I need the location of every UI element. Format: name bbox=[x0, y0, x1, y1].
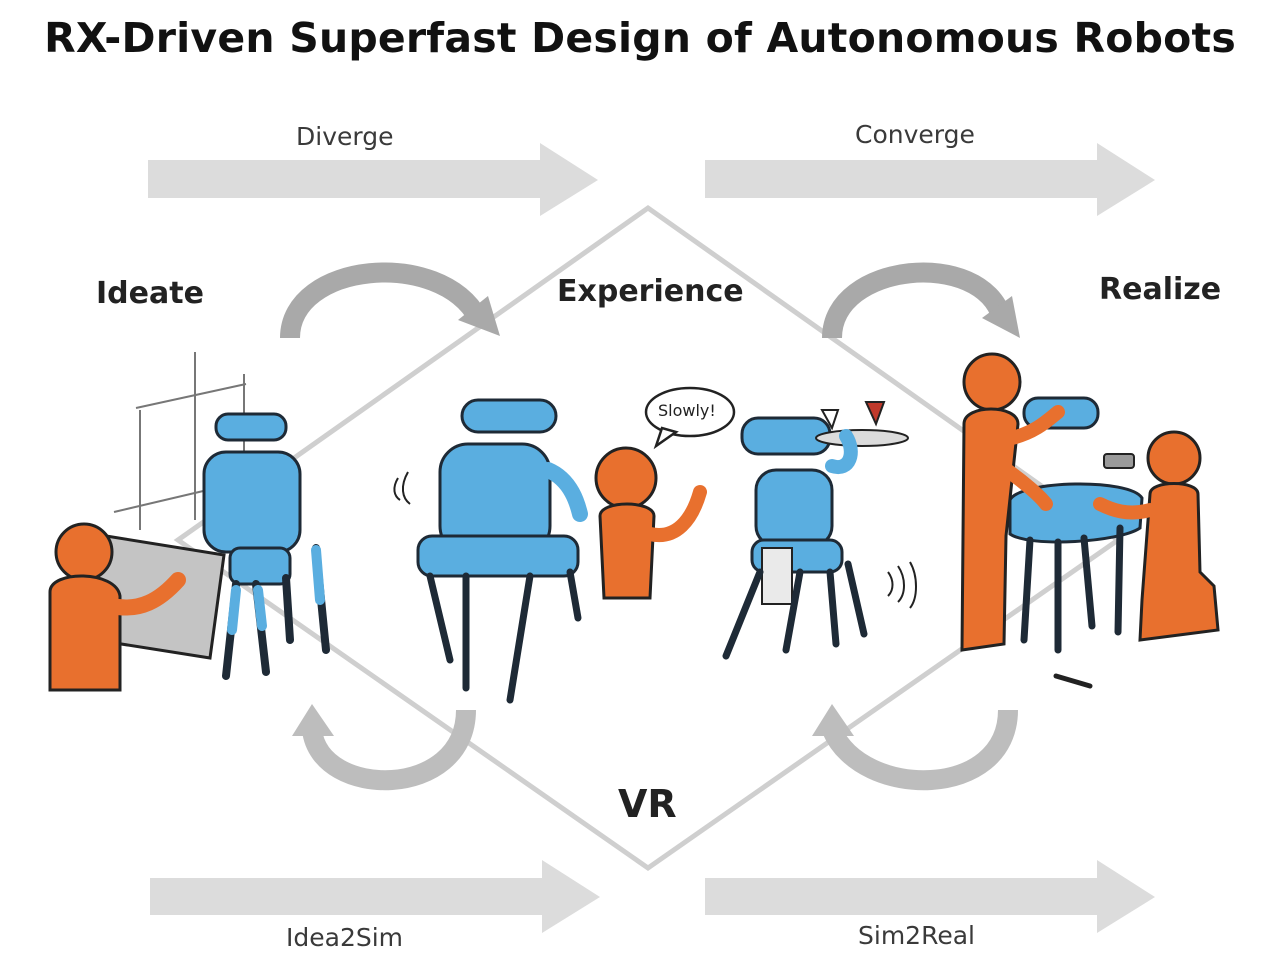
realize-illustration bbox=[960, 352, 1220, 689]
sim2real-arrow bbox=[705, 860, 1155, 933]
diamond-outline bbox=[173, 204, 1123, 872]
diverge-arrow bbox=[148, 143, 598, 216]
vr-label: VR bbox=[618, 782, 677, 826]
realize-label: Realize bbox=[1099, 272, 1222, 307]
cycle-arrow-bottom-right bbox=[812, 704, 1018, 791]
experience-label: Experience bbox=[557, 274, 744, 309]
diverge-label: Diverge bbox=[296, 122, 394, 151]
converge-label: Converge bbox=[855, 120, 975, 149]
sim2real-label: Sim2Real bbox=[858, 921, 975, 950]
converge-arrow bbox=[705, 143, 1155, 216]
speech-bubble-text: Slowly! bbox=[658, 401, 716, 420]
cycle-arrow-top-left bbox=[280, 262, 500, 339]
experience-illustration bbox=[393, 386, 917, 704]
ideate-illustration bbox=[48, 352, 330, 692]
cycle-arrow-bottom-left bbox=[292, 704, 476, 791]
page-title: RX-Driven Superfast Design of Autonomous… bbox=[44, 14, 1236, 62]
cycle-arrow-top-right bbox=[822, 262, 1020, 339]
ideate-label: Ideate bbox=[96, 276, 204, 311]
idea2sim-label: Idea2Sim bbox=[286, 923, 404, 952]
idea2sim-arrow bbox=[150, 860, 600, 933]
